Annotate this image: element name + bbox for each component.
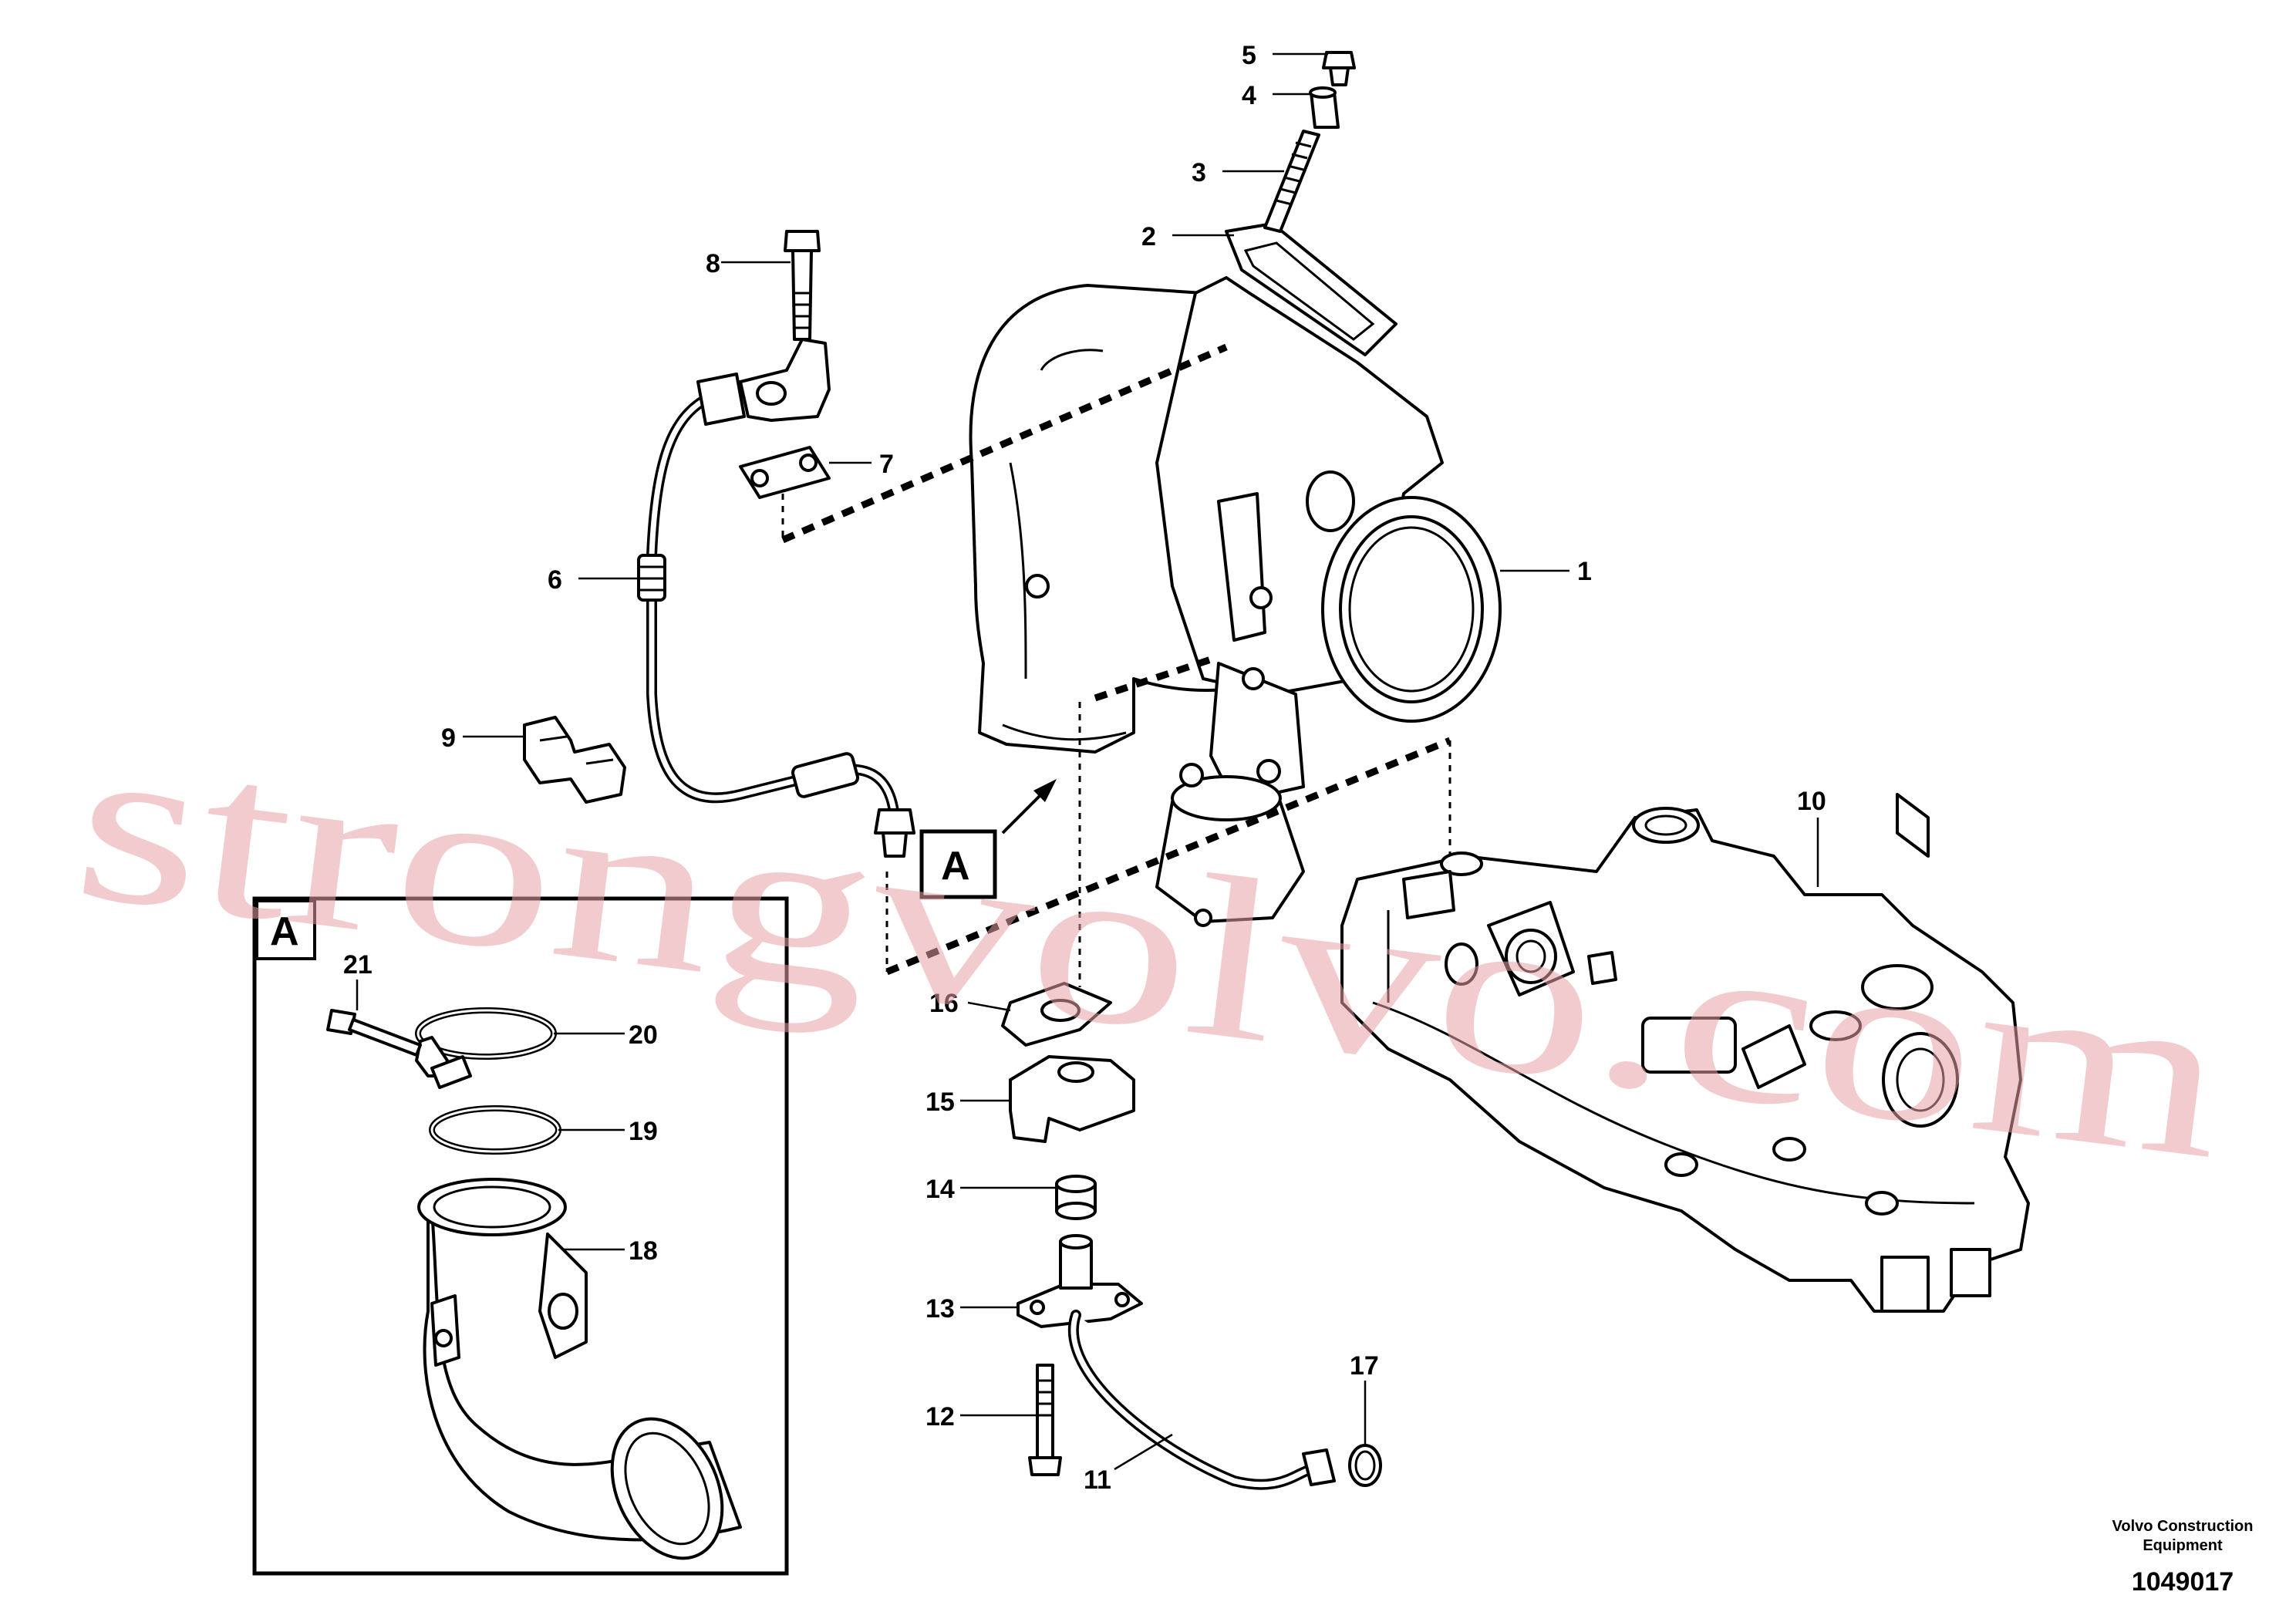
callout-7: 7 bbox=[879, 450, 894, 479]
callout-16: 16 bbox=[929, 989, 959, 1018]
bolt-part-12[interactable] bbox=[1028, 1364, 1062, 1476]
detail-box-letter: A bbox=[270, 909, 299, 954]
leader-lines bbox=[356, 52, 1819, 1471]
watermark-text: strongvolvo.com bbox=[63, 690, 2238, 1207]
callout-21: 21 bbox=[343, 950, 373, 980]
gasket-part-16[interactable] bbox=[1001, 982, 1112, 1047]
turbocharger-part-1[interactable] bbox=[969, 222, 1502, 927]
elbow-pipe-part-18[interactable] bbox=[417, 1178, 743, 1576]
oil-delivery-pipe-part-6[interactable] bbox=[637, 373, 915, 858]
banjo-fitting[interactable] bbox=[739, 338, 831, 422]
callout-11: 11 bbox=[1084, 1465, 1111, 1495]
manifold-part-10[interactable] bbox=[1340, 793, 2030, 1313]
callout-10: 10 bbox=[1797, 787, 1826, 816]
sleeve-part-14[interactable] bbox=[1055, 1175, 1097, 1220]
callout-17: 17 bbox=[1350, 1351, 1379, 1381]
callout-13: 13 bbox=[925, 1294, 955, 1324]
callout-20: 20 bbox=[629, 1020, 658, 1050]
callout-3: 3 bbox=[1192, 158, 1206, 187]
callout-4: 4 bbox=[1242, 81, 1256, 110]
bushing-part-4[interactable] bbox=[1309, 86, 1340, 129]
callout-2: 2 bbox=[1141, 222, 1156, 251]
clamp-bolt-part-21[interactable] bbox=[326, 1009, 422, 1057]
callout-1: 1 bbox=[1577, 557, 1592, 586]
brand-name: Volvo Construction bbox=[2112, 1518, 2254, 1535]
callout-15: 15 bbox=[925, 1088, 955, 1117]
callout-8: 8 bbox=[706, 249, 720, 278]
callout-labels: 1 2 3 4 5 6 7 8 9 10 11 12 13 14 15 16 1… bbox=[270, 41, 1826, 1495]
callout-12: 12 bbox=[925, 1402, 955, 1431]
brand-subline: Equipment bbox=[2143, 1537, 2223, 1554]
o-ring-part-17[interactable] bbox=[1348, 1444, 1382, 1487]
callout-5: 5 bbox=[1242, 41, 1256, 70]
callout-19: 19 bbox=[629, 1117, 658, 1146]
bracket-part-15[interactable] bbox=[1009, 1055, 1135, 1143]
stud-part-3[interactable] bbox=[1263, 130, 1320, 233]
bolt-part-8[interactable] bbox=[784, 230, 821, 341]
o-ring-part-19[interactable] bbox=[429, 1105, 561, 1155]
clamp-part-9[interactable] bbox=[523, 716, 626, 804]
watermark: strongvolvo.com bbox=[63, 690, 2238, 1207]
flange-screw-part-5[interactable] bbox=[1322, 51, 1356, 86]
gasket-part-7[interactable] bbox=[739, 446, 831, 499]
detail-ref-letter: A bbox=[941, 844, 970, 889]
flange-part-13[interactable] bbox=[1017, 1234, 1143, 1328]
callout-9: 9 bbox=[441, 723, 456, 753]
callout-6: 6 bbox=[548, 565, 562, 595]
detail-reference-marker bbox=[919, 779, 1057, 899]
callout-18: 18 bbox=[629, 1236, 658, 1266]
detail-view-a bbox=[252, 896, 789, 1576]
v-band-clamp-part-20[interactable] bbox=[415, 1007, 557, 1089]
oil-return-pipe-part-11[interactable] bbox=[1068, 1310, 1336, 1490]
title-block: Volvo Construction Equipment 1049017 bbox=[2112, 1518, 2254, 1597]
callout-14: 14 bbox=[925, 1175, 955, 1204]
drawing-number: 1049017 bbox=[2132, 1567, 2234, 1597]
